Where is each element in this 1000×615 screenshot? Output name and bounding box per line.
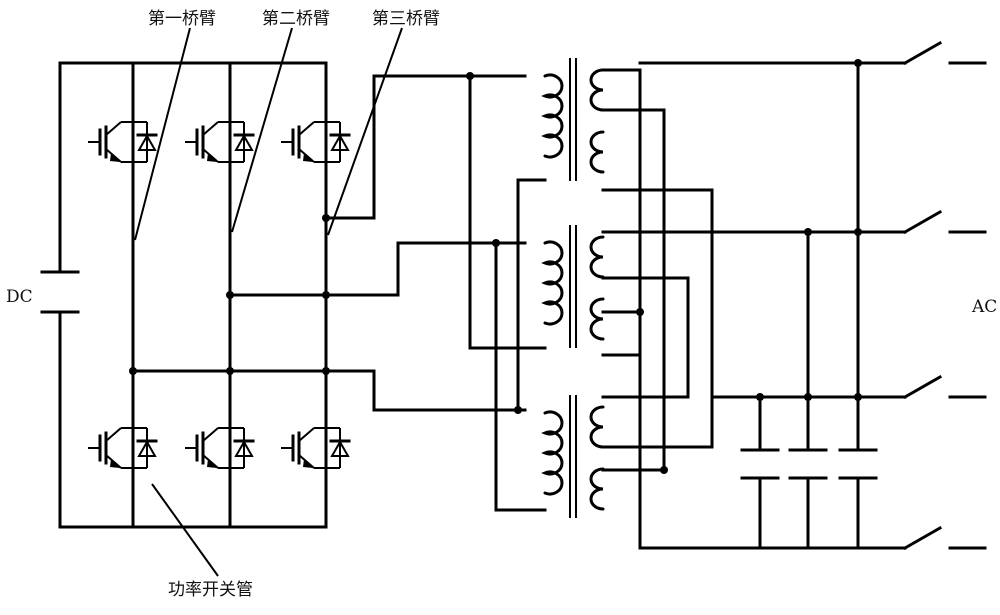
label-leg-2: 第二桥臂 [262, 9, 330, 29]
label-leg-3: 第三桥臂 [372, 9, 440, 29]
label-dc: DC [6, 287, 33, 307]
label-ac: AC [972, 297, 998, 317]
label-leg-1: 第一桥臂 [148, 9, 216, 29]
label-power-switch: 功率开关管 [168, 580, 253, 600]
